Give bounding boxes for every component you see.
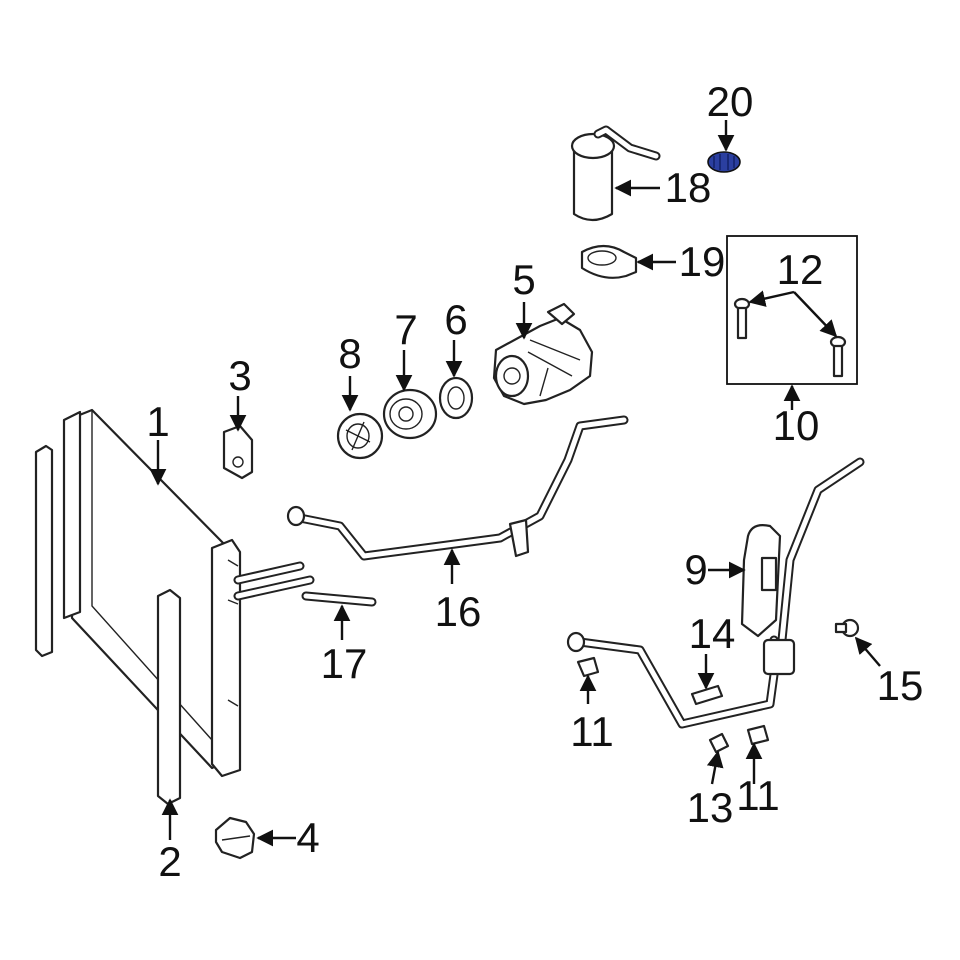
callout-19: 19: [679, 238, 726, 285]
bracket-part-3[interactable]: [222, 424, 254, 480]
valve-core-part-11a[interactable]: [576, 656, 600, 678]
callout-10: 10: [773, 402, 820, 449]
callout-15: 15: [877, 662, 924, 709]
callout-11b: 11: [736, 772, 780, 819]
callout-14: 14: [689, 610, 736, 657]
callout-labels: 1 2 3 4 5 6 7 8 9 10 11 11 12 13 14 15 1…: [146, 78, 923, 885]
bolt-kit-part-10[interactable]: [726, 235, 858, 385]
callout-17: 17: [321, 640, 368, 687]
callout-7: 7: [394, 306, 417, 353]
pulley-part-7[interactable]: [382, 388, 438, 440]
compressor-part-5[interactable]: [492, 302, 594, 406]
clutch-hub-part-8[interactable]: [336, 412, 384, 460]
leader-lines: [149, 120, 881, 847]
suction-line-part-9[interactable]: [566, 457, 865, 729]
mount-part-4[interactable]: [214, 816, 256, 860]
sensor-part-15[interactable]: [834, 618, 860, 638]
callout-4: 4: [296, 814, 319, 861]
seal-strip-part-2[interactable]: [34, 444, 182, 806]
clutch-coil-part-6[interactable]: [438, 376, 474, 420]
callout-16: 16: [435, 588, 482, 635]
condenser-part-1[interactable]: [62, 408, 315, 778]
valve-core-part-11b[interactable]: [746, 724, 770, 746]
hose-assembly-part-16[interactable]: [286, 415, 629, 561]
drier-part-18[interactable]: [570, 125, 661, 222]
cap-part-13[interactable]: [708, 732, 730, 754]
callout-12: 12: [777, 246, 824, 293]
callout-9: 9: [684, 546, 707, 593]
callout-8: 8: [338, 330, 361, 377]
callout-1: 1: [146, 398, 169, 445]
callout-3: 3: [228, 352, 251, 399]
callout-11a: 11: [570, 708, 614, 755]
callout-13: 13: [687, 784, 734, 831]
o-ring-part-20[interactable]: [707, 151, 741, 173]
callout-20: 20: [707, 78, 754, 125]
hose-part-17[interactable]: [301, 591, 377, 607]
switch-part-14[interactable]: [690, 684, 724, 706]
callout-2: 2: [158, 838, 181, 885]
callout-5: 5: [512, 256, 535, 303]
bolt-part-12b[interactable]: [829, 335, 847, 378]
callout-18: 18: [665, 164, 712, 211]
bolt-part-12a[interactable]: [733, 297, 751, 340]
drier-bracket-part-19[interactable]: [580, 244, 638, 279]
callout-6: 6: [444, 296, 467, 343]
